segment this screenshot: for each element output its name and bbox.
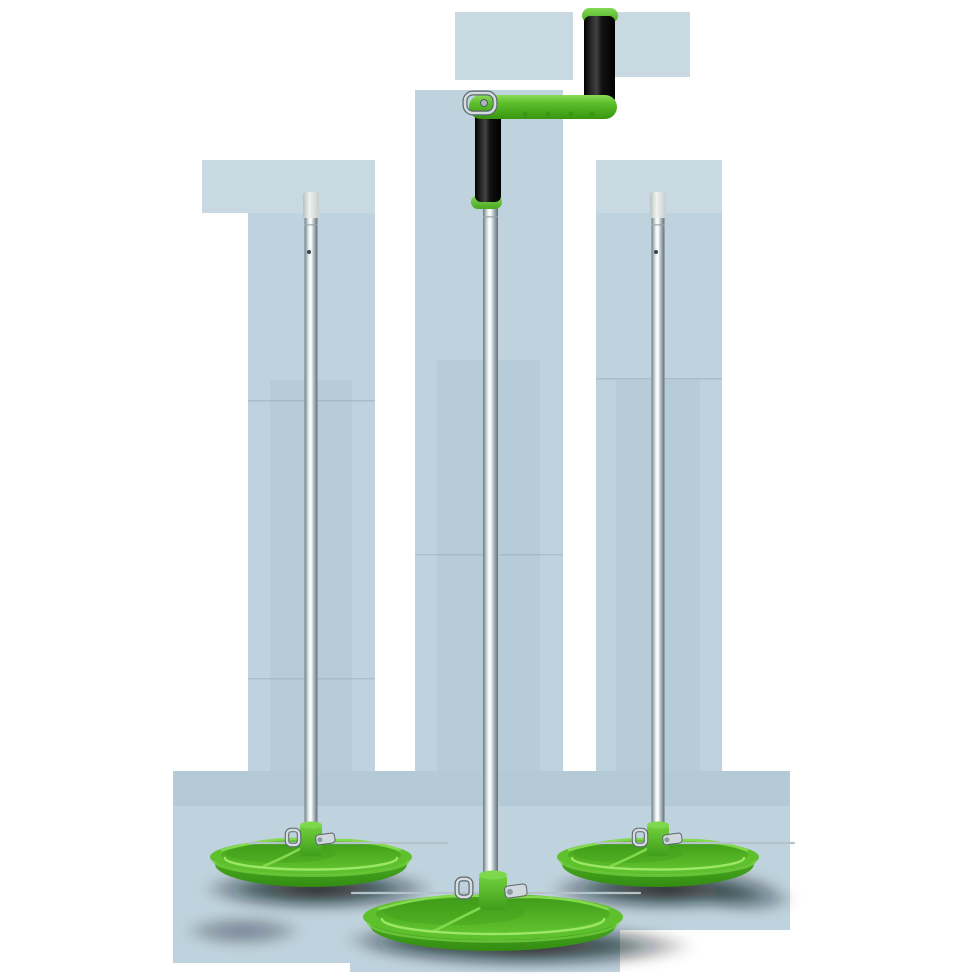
saucer-base <box>350 870 642 951</box>
crank-handle <box>462 8 618 209</box>
lower-grip <box>475 110 501 202</box>
crank-arm <box>469 95 617 119</box>
hub <box>479 874 507 910</box>
right-unit-shadow-spill <box>700 886 796 912</box>
center-unit <box>350 8 642 951</box>
clamp-bolt <box>480 99 488 107</box>
arm-perforation <box>568 111 574 117</box>
pole-seam <box>483 216 498 218</box>
hub-top <box>479 870 507 880</box>
arm-perforation <box>522 111 528 117</box>
clamp-toggle <box>504 883 528 899</box>
saucer-interior <box>376 897 610 931</box>
arm-clamp-highlight <box>463 91 497 115</box>
left-unit-shadow-spill <box>181 916 305 946</box>
upper-grip <box>584 16 615 104</box>
inner-rim-highlight <box>380 917 606 936</box>
chrome-pole <box>483 208 498 898</box>
arm-perforation <box>589 111 595 117</box>
arm-perforation <box>545 111 551 117</box>
outer-rim-highlight <box>366 922 620 943</box>
clamp-bracket-highlight <box>455 877 473 899</box>
